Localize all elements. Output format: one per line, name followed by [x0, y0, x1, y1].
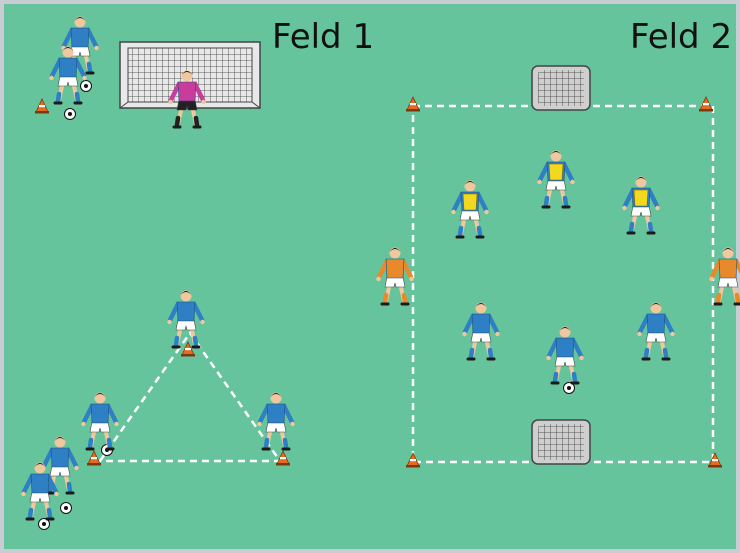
- player-icon: [257, 393, 294, 450]
- player-icon: [451, 181, 488, 238]
- cone-icon: [181, 342, 195, 357]
- field-2-boundary: [413, 106, 713, 462]
- player-icon: [462, 303, 499, 360]
- cone-icon: [406, 97, 420, 112]
- cone-icon: [276, 451, 290, 466]
- player-icon: [376, 248, 413, 305]
- player-icon: [546, 327, 583, 384]
- cone-icon: [35, 99, 49, 114]
- mini-goal-icon: [532, 420, 590, 464]
- ball-icon: [61, 503, 72, 514]
- mini-goal-icon: [532, 66, 590, 110]
- player-icon: [537, 151, 574, 208]
- player-icon: [622, 177, 659, 234]
- cone-icon: [699, 97, 713, 112]
- cone-icon: [708, 453, 722, 468]
- ball-icon: [65, 109, 76, 120]
- cone-icon: [406, 453, 420, 468]
- cone-icon: [87, 451, 101, 466]
- ball-icon: [81, 81, 92, 92]
- player-icon: [637, 303, 674, 360]
